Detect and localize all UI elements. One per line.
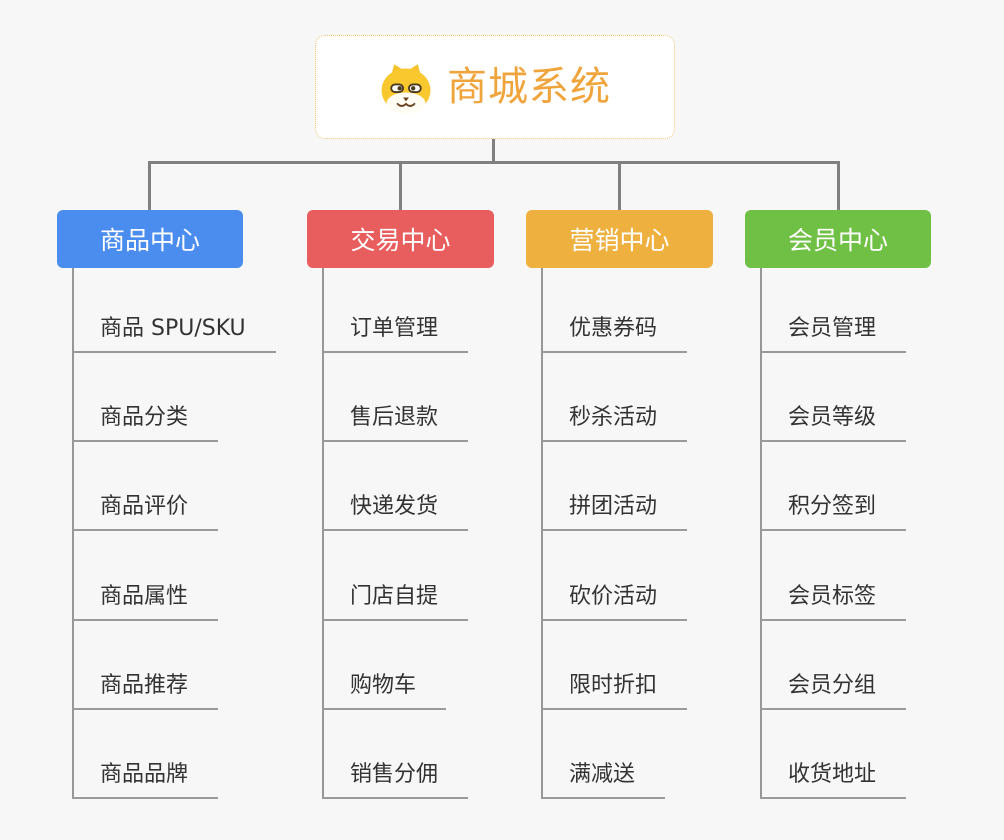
branch-node-marketing-center[interactable]: 营销中心 [526,210,713,268]
subtopic-item[interactable]: 会员等级 [760,404,907,442]
subtopic-item[interactable]: 商品品牌 [72,761,219,799]
subtopic-item[interactable]: 会员管理 [760,315,907,353]
subtopic-item[interactable]: 订单管理 [322,315,469,353]
root-node[interactable]: 商城系统 [315,35,675,139]
root-title: 商城系统 [447,64,611,110]
subtopic-item[interactable]: 会员标签 [760,583,907,621]
subtopic-item[interactable]: 砍价活动 [541,583,688,621]
subtopic-item[interactable]: 秒杀活动 [541,404,688,442]
branch-node-member-center[interactable]: 会员中心 [745,210,931,268]
subtopic-item[interactable]: 会员分组 [760,672,907,710]
branch-node-product-center[interactable]: 商品中心 [57,210,243,268]
subtopic-item[interactable]: 购物车 [322,672,447,710]
subtopic-item[interactable]: 门店自提 [322,583,469,621]
spine-branch-4 [760,268,762,799]
subtopic-item[interactable]: 售后退款 [322,404,469,442]
subtopic-item[interactable]: 商品评价 [72,493,219,531]
branch-label: 商品中心 [99,226,200,255]
subtopic-item[interactable]: 拼团活动 [541,493,688,531]
connector-root-stem [492,139,495,164]
subtopic-item[interactable]: 收货地址 [760,761,907,799]
connector-drop-branch-2 [399,161,402,210]
subtopic-item[interactable]: 商品 SPU/SKU [72,315,276,353]
connector-drop-branch-3 [618,161,621,210]
branch-3-items: 优惠券码 秒杀活动 拼团活动 砍价活动 限时折扣 满减送 [541,268,791,808]
spine-branch-1 [72,268,74,799]
subtopic-item[interactable]: 快递发货 [322,493,469,531]
branch-node-trade-center[interactable]: 交易中心 [307,210,494,268]
branch-1-items: 商品 SPU/SKU 商品分类 商品评价 商品属性 商品推荐 商品品牌 [72,268,322,808]
spine-branch-2 [322,268,324,799]
subtopic-item[interactable]: 商品属性 [72,583,219,621]
branch-label: 会员中心 [787,226,888,255]
connector-horizontal-bar [148,161,840,164]
branch-label: 营销中心 [569,226,670,255]
connector-drop-branch-1 [148,161,151,210]
branch-4-items: 会员管理 会员等级 积分签到 会员标签 会员分组 收货地址 [760,268,1004,808]
subtopic-item[interactable]: 限时折扣 [541,672,688,710]
dog-face-icon [381,64,431,114]
connector-drop-branch-4 [837,161,840,210]
branch-2-items: 订单管理 售后退款 快递发货 门店自提 购物车 销售分佣 [322,268,572,808]
subtopic-item[interactable]: 商品分类 [72,404,219,442]
subtopic-item[interactable]: 销售分佣 [322,761,469,799]
spine-branch-3 [541,268,543,799]
branch-label: 交易中心 [350,226,451,255]
subtopic-item[interactable]: 商品推荐 [72,672,219,710]
subtopic-item[interactable]: 满减送 [541,761,666,799]
subtopic-item[interactable]: 优惠券码 [541,315,688,353]
subtopic-item[interactable]: 积分签到 [760,493,907,531]
